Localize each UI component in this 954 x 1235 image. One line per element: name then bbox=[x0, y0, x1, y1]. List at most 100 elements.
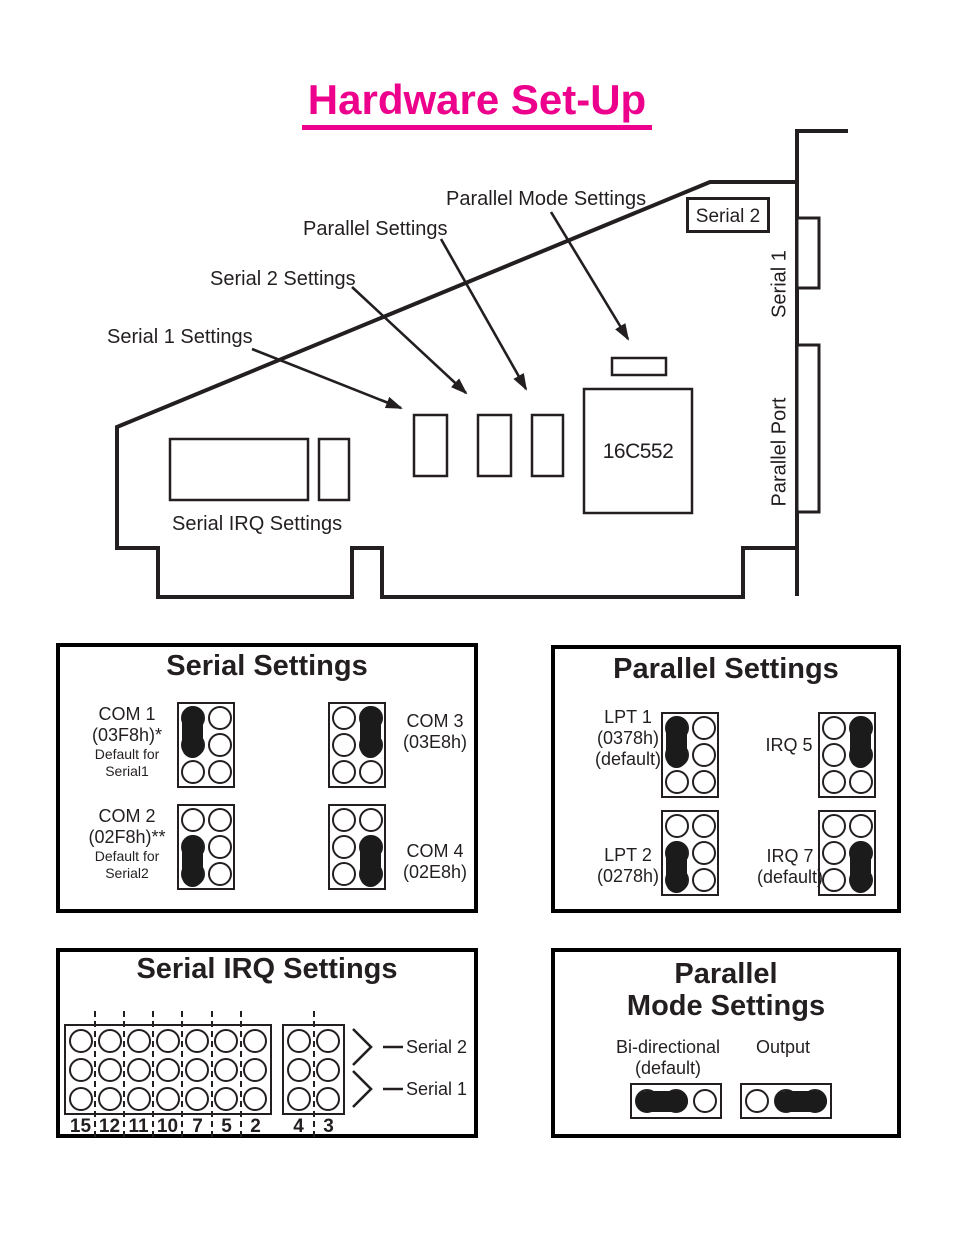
jumper-pin bbox=[821, 715, 846, 740]
irq-number-7: 7 bbox=[192, 1116, 203, 1137]
com2-address: (02F8h)** bbox=[88, 827, 166, 847]
irq-pin-grid bbox=[64, 1024, 272, 1115]
com2-name: COM 2 bbox=[98, 806, 156, 826]
jumper-pin bbox=[821, 841, 846, 865]
jumper-pin bbox=[358, 760, 383, 785]
jumper-cap-com1 bbox=[182, 705, 203, 758]
bidirectional-note: (default) bbox=[634, 1058, 702, 1078]
irq-number-2: 2 bbox=[250, 1116, 261, 1137]
jumper-pin bbox=[821, 743, 846, 767]
parallel-connector bbox=[795, 343, 821, 514]
serial1-port-label: Serial 1 bbox=[768, 250, 791, 318]
jumper-pin bbox=[821, 770, 846, 795]
jumper-pin bbox=[664, 770, 689, 795]
jumper-pin bbox=[691, 715, 716, 740]
arrow-parallel-mode-settings bbox=[549, 211, 630, 341]
com3-address: (03E8h) bbox=[402, 732, 468, 752]
jumper-pin bbox=[185, 1086, 210, 1111]
bidirectional-label: Bi-directional (default) bbox=[603, 1037, 733, 1079]
irq-number-3: 3 bbox=[323, 1116, 334, 1137]
irq-divider-aux bbox=[313, 1011, 315, 1137]
lpt2-label: LPT 2 (0278h) bbox=[577, 845, 679, 887]
jumper-block-irq7 bbox=[818, 810, 876, 896]
serial1-row-label: Serial 1 bbox=[406, 1079, 468, 1099]
serial2-port-label: Serial 2 bbox=[686, 197, 770, 233]
jumper-cap-com2 bbox=[182, 834, 203, 887]
jumper-pin bbox=[156, 1086, 180, 1111]
callout-serial2-settings: Serial 2 Settings bbox=[210, 268, 356, 290]
page-title-wrap: Hardware Set-Up bbox=[0, 77, 954, 131]
parallel-settings-bank bbox=[530, 413, 565, 478]
jumper-pin bbox=[331, 835, 356, 859]
callout-serial1-settings: Serial 1 Settings bbox=[107, 326, 253, 348]
irq-number-4: 4 bbox=[293, 1116, 304, 1137]
jumper-pin bbox=[68, 1086, 93, 1111]
jumper-block-com3 bbox=[328, 702, 386, 788]
com2-label: COM 2 (02F8h)** Default for Serial2 bbox=[60, 806, 194, 882]
irq-number-12: 12 bbox=[98, 1116, 121, 1137]
serial1-settings-bank bbox=[412, 413, 449, 478]
panel-parallel-mode-settings bbox=[551, 948, 901, 1138]
lpt1-note: (default) bbox=[594, 749, 662, 769]
lpt1-name: LPT 1 bbox=[604, 707, 652, 727]
irq5-label: IRQ 5 bbox=[752, 735, 826, 756]
jumper-pin bbox=[185, 1028, 210, 1053]
jumper-pin bbox=[207, 733, 232, 757]
parallel-mode-title-2: Mode Settings bbox=[626, 990, 826, 1022]
jumper-pin bbox=[207, 862, 232, 887]
jumper-block-lpt1 bbox=[661, 712, 719, 798]
jumper-pin bbox=[185, 1057, 210, 1082]
arrow-serial2-settings bbox=[351, 286, 468, 395]
com1-label: COM 1 (03F8h)* Default for Serial1 bbox=[60, 704, 194, 780]
jumper-pin bbox=[848, 770, 873, 795]
jumper-cap-output bbox=[775, 1090, 827, 1112]
com1-address: (03F8h)* bbox=[91, 725, 163, 745]
serial1-connector bbox=[795, 216, 821, 290]
irq-number-15: 15 bbox=[69, 1116, 92, 1137]
arrow-parallel-settings bbox=[439, 238, 528, 391]
jumper-pin bbox=[243, 1057, 268, 1082]
jumper-pin bbox=[286, 1086, 311, 1111]
irq7-label: IRQ 7 (default) bbox=[744, 846, 836, 888]
irq-divider-5 bbox=[211, 1011, 213, 1137]
jumper-pin bbox=[97, 1086, 122, 1111]
jumper-cap-com4 bbox=[360, 834, 381, 887]
serial1-row-brace bbox=[352, 1070, 403, 1108]
jumper-pin bbox=[207, 760, 232, 785]
parallel-mode-bank bbox=[610, 356, 668, 377]
jumper-pin bbox=[691, 813, 716, 838]
jumper-pin bbox=[214, 1086, 239, 1111]
irq-number-11: 11 bbox=[128, 1116, 149, 1137]
jumper-pin bbox=[331, 760, 356, 785]
small-jumper-bank bbox=[317, 437, 351, 502]
serial-settings-title: Serial Settings bbox=[166, 650, 368, 682]
jumper-pin bbox=[68, 1028, 93, 1053]
jumper-pin bbox=[126, 1057, 151, 1082]
jumper-pin bbox=[821, 868, 846, 893]
jumper-pin bbox=[664, 813, 689, 838]
irq-number-10: 10 bbox=[156, 1116, 179, 1137]
serial-irq-title: Serial IRQ Settings bbox=[136, 953, 398, 985]
com3-name: COM 3 bbox=[406, 711, 464, 731]
irq-divider-1 bbox=[94, 1011, 96, 1137]
com4-address: (02E8h) bbox=[402, 862, 468, 882]
jumper-pin bbox=[214, 1028, 239, 1053]
jumper-pin bbox=[180, 807, 205, 832]
parallel-mode-title-1: Parallel bbox=[674, 958, 778, 990]
jumper-pin bbox=[156, 1028, 180, 1053]
jumper-pin bbox=[821, 813, 846, 838]
jumper-pin bbox=[316, 1086, 341, 1111]
output-name: Output bbox=[755, 1037, 811, 1057]
jumper-pin bbox=[68, 1057, 93, 1082]
jumper-pin bbox=[214, 1057, 239, 1082]
lpt2-address: (0278h) bbox=[596, 866, 660, 886]
jumper-pin bbox=[207, 705, 232, 730]
page-title: Hardware Set-Up bbox=[301, 77, 653, 131]
jumper-cap-irq5 bbox=[850, 715, 871, 768]
jumper-block-lpt2 bbox=[661, 810, 719, 896]
jumper-pin bbox=[691, 841, 716, 865]
jumper-cap-bidirectional bbox=[636, 1090, 688, 1112]
card-outline bbox=[115, 180, 797, 599]
jumper-cap-lpt1 bbox=[666, 715, 687, 768]
